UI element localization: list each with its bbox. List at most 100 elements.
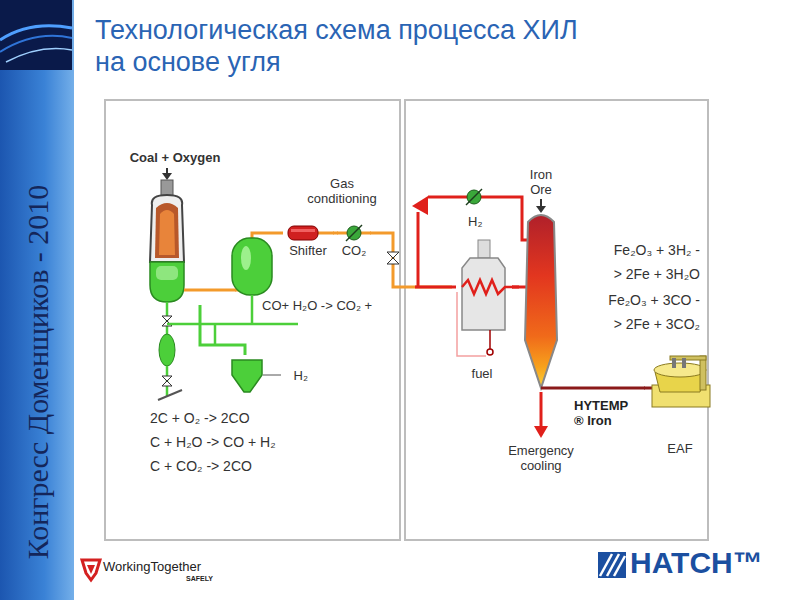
flow-line: [200, 305, 245, 355]
gas-heater: [457, 292, 486, 356]
side-bar: [6, 49, 72, 63]
hatch-emblem: [614, 556, 625, 576]
slide-title: Технологическая схема процесса ХИЛ на ос…: [95, 14, 600, 78]
co2-removal: CO₂: [338, 219, 370, 260]
reaction-text: CO+ H₂O -> CO₂ +: [262, 298, 372, 313]
hydrogen-loop: [467, 190, 481, 204]
safety-emblem: [82, 560, 100, 580]
water-pipe: [162, 376, 172, 386]
gasifier-symbol: [150, 195, 184, 262]
gas-pipe: [184, 290, 236, 291]
gas-heater: [462, 280, 513, 294]
node-label: Coal + Oxygen: [130, 150, 221, 165]
shifter-cylinder: [291, 229, 315, 232]
hydrogen-loop: [466, 189, 482, 205]
shifter-cylinder: [288, 226, 334, 240]
node-label: fuel: [472, 366, 493, 381]
gasifier-symbol: [162, 173, 172, 180]
node-label: Shifter: [289, 243, 327, 258]
water-pipe: [158, 390, 182, 400]
reaction-text: 2C + O₂ -> 2CO: [150, 410, 250, 427]
hatch-emblem: [598, 552, 626, 578]
section-label: Gas conditioning: [302, 176, 382, 206]
gas-heater: [457, 240, 513, 356]
gas-heater: [487, 349, 493, 355]
product-label: HYTEMP ® Iron: [574, 398, 636, 428]
arc-furnace: [700, 356, 706, 390]
diagram-panel: [105, 100, 708, 540]
arc-furnace: [682, 358, 686, 368]
congress-caption: Конгресс Доменщиков - 2010: [21, 185, 55, 560]
co2-valve: [337, 232, 348, 235]
water-pipe: [214, 324, 217, 345]
safety-emblem: [82, 560, 100, 580]
water-pipe: [167, 323, 298, 326]
logo-text: SAFELY: [186, 575, 213, 583]
hydrogen-separator: [263, 375, 281, 376]
shaft-furnace: [525, 215, 557, 388]
hydrogen-loop: [412, 196, 428, 215]
diagram-panel: [405, 100, 708, 540]
shifter: Shifter: [283, 222, 333, 260]
gasifier-symbol: [159, 210, 175, 255]
flow-line: [370, 233, 452, 287]
node-label: CO₂: [342, 243, 367, 258]
gasifier: Coal + Oxygen: [115, 148, 235, 305]
hydrogen-loop: [417, 212, 420, 287]
gas-heater: fuel: [452, 238, 512, 383]
gas-pipe: [184, 289, 236, 292]
node-label: Iron Ore: [521, 167, 561, 197]
gasifier-symbol: [150, 168, 184, 302]
electric-arc-furnace: EAF: [645, 352, 715, 458]
gasifier-symbol: [155, 203, 179, 258]
emergency-arrow: [534, 392, 548, 438]
gasifier-symbol: [156, 266, 178, 280]
hatch-emblem: [598, 552, 626, 578]
side-bar: [0, 0, 72, 70]
side-bar: [0, 0, 74, 600]
arc-furnace: [672, 358, 676, 368]
gasifier-symbol: [150, 262, 184, 302]
shifter-cylinder: [318, 232, 334, 235]
node-label: EAF: [667, 441, 692, 456]
water-pipe: [251, 295, 254, 324]
side-bar: [0, 0, 74, 600]
reaction-text: Fe₂O₃ + 3H₂ -> 2Fe + 3H₂O: [610, 238, 700, 286]
gas-heater: [489, 330, 491, 349]
node-label: H₂: [294, 368, 308, 383]
emergency-arrow: [534, 426, 548, 438]
reaction-text: C + CO₂ -> 2CO: [150, 458, 252, 475]
stream-label: Emergency cooling: [499, 443, 583, 473]
gate-valve: [387, 252, 399, 264]
hydrogen-separator: [232, 360, 262, 392]
stream-label: H₂: [468, 214, 482, 229]
side-bar: [0, 36, 72, 52]
arc-furnace: [644, 356, 710, 407]
scrubber-vessel: [241, 246, 251, 270]
diagram-panel: [105, 100, 400, 540]
co2-valve: [337, 225, 371, 241]
flow-line: [563, 387, 645, 390]
emergency-arrow: [540, 392, 543, 428]
reaction-text: Fe₂O₃ + 3CO -> 2Fe + 3CO₂: [608, 288, 700, 336]
hydrogen-separator: H₂: [228, 355, 310, 395]
scrubber-vessel: [232, 238, 272, 295]
hydrogen-loop: [415, 286, 456, 289]
shaft-furnace: Iron Ore: [519, 165, 563, 392]
water-pipe: [159, 334, 175, 366]
shaft-furnace: [540, 199, 542, 207]
gas-heater: [478, 240, 490, 258]
scrubber-vessel: [232, 238, 272, 295]
shaft-furnace: [512, 199, 563, 388]
safety-emblem: [87, 565, 95, 574]
shaft-furnace: [541, 387, 563, 390]
reaction-text: C + H₂O -> CO + H₂: [150, 434, 276, 451]
hydrogen-separator: [232, 360, 281, 392]
company-logo: HATCH™: [630, 546, 763, 580]
hydrogen-loop: [428, 197, 528, 240]
logo-text: WorkingTogether: [103, 559, 201, 574]
co2-valve: [347, 226, 361, 240]
arc-furnace: [654, 363, 706, 377]
gate-valve: [387, 252, 399, 264]
co2-valve: [346, 225, 362, 241]
